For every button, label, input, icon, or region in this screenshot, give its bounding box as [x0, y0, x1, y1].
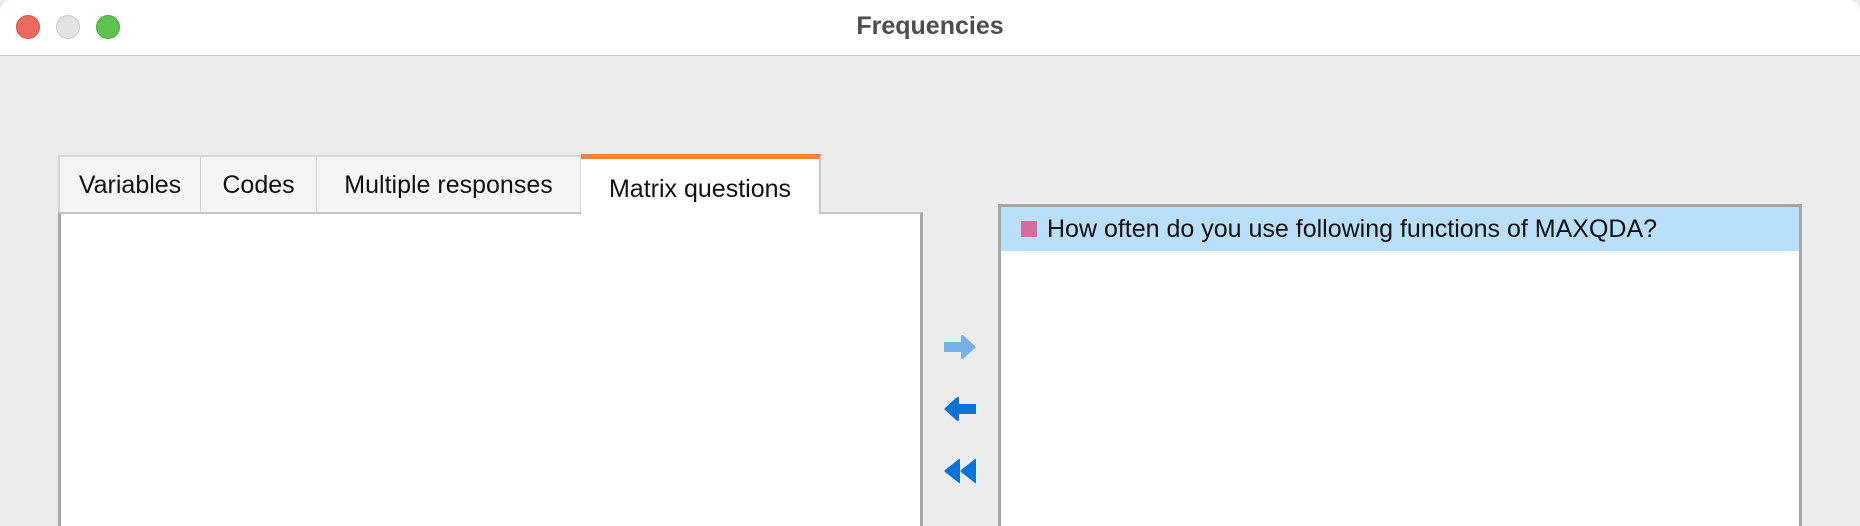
- arrow-right-icon: [944, 335, 976, 359]
- window-title: Frequencies: [856, 12, 1004, 40]
- tab-matrix-questions[interactable]: Matrix questions: [581, 154, 821, 214]
- double-chevron-left-icon: [944, 458, 976, 484]
- list-item[interactable]: How often do you use following functions…: [1001, 207, 1799, 251]
- minimize-window-button[interactable]: [56, 15, 80, 39]
- tab-multiple-responses[interactable]: Multiple responses: [317, 155, 582, 213]
- arrow-left-icon: [944, 397, 976, 421]
- selected-items-list[interactable]: How often do you use following functions…: [998, 204, 1802, 526]
- move-left-button[interactable]: [940, 392, 980, 426]
- move-all-left-button[interactable]: [940, 454, 980, 488]
- matrix-question-color-icon: [1021, 221, 1037, 237]
- tab-variables[interactable]: Variables: [58, 155, 202, 213]
- available-items-list[interactable]: [58, 212, 923, 526]
- move-right-button[interactable]: [940, 330, 980, 364]
- tab-codes[interactable]: Codes: [201, 155, 318, 213]
- zoom-window-button[interactable]: [96, 15, 120, 39]
- title-bar: Frequencies: [0, 0, 1860, 56]
- close-window-button[interactable]: [16, 15, 40, 39]
- list-item-label: How often do you use following functions…: [1047, 214, 1658, 243]
